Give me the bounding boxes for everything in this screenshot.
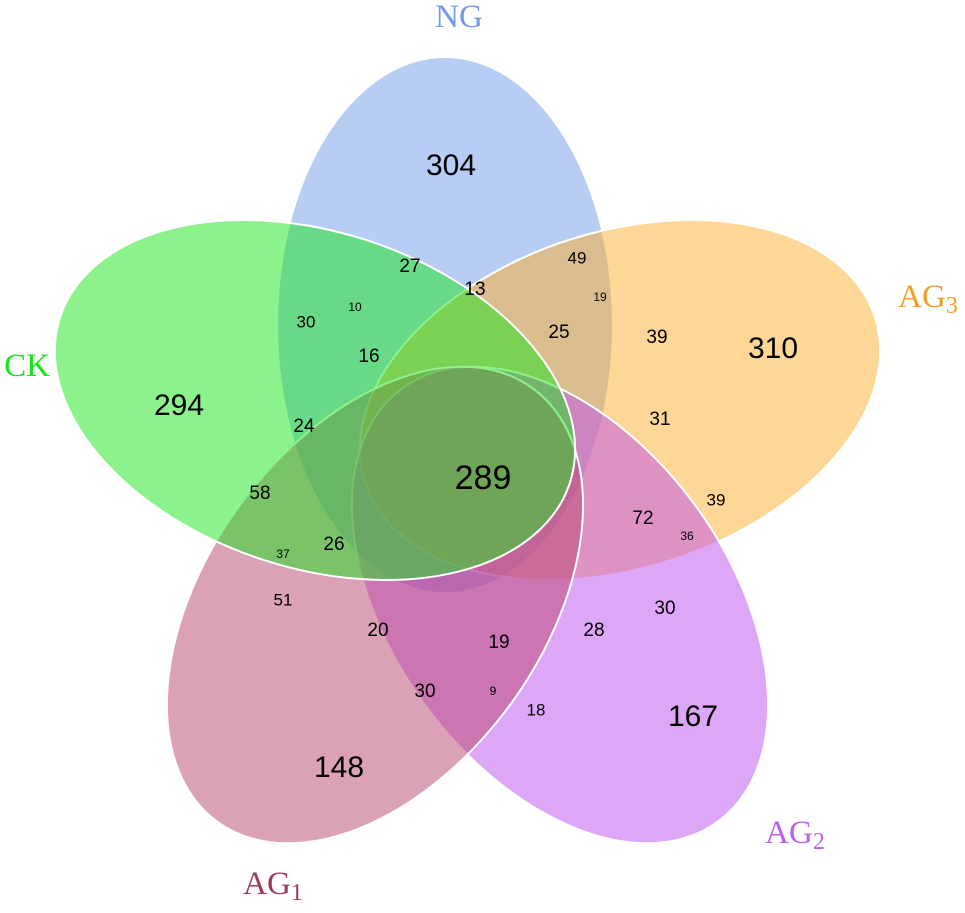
region-count-ag3-ag2-ag1: 36 bbox=[680, 529, 694, 543]
set-label-ag2: AG2 bbox=[765, 815, 825, 855]
set-label-text: CK bbox=[4, 348, 50, 384]
region-count-ng-ck-ag1: 24 bbox=[293, 416, 315, 437]
region-count-ck-ag1-ag3: 20 bbox=[367, 620, 388, 641]
region-count-ng-ag2-ck: 10 bbox=[348, 300, 362, 314]
set-label-ck: CK bbox=[4, 348, 50, 384]
region-count-ng-ag3-ag2-ag1-ck: 289 bbox=[455, 459, 512, 497]
region-count-ag3-ag2: 39 bbox=[707, 490, 726, 509]
set-label-ng: NG bbox=[435, 0, 483, 35]
set-ellipse-ck bbox=[53, 219, 577, 581]
region-count-ck: 294 bbox=[154, 389, 204, 422]
region-count-ng-ag3-ag2-ag1: 25 bbox=[548, 322, 569, 343]
set-label-text: AG bbox=[898, 279, 946, 315]
region-count-ck-ag3: 58 bbox=[249, 483, 270, 504]
set-label-ag1: AG1 bbox=[243, 866, 303, 906]
region-count-ag1-ag2-ck-ag3: 18 bbox=[527, 700, 546, 719]
set-label-subscript: 1 bbox=[291, 880, 303, 906]
region-count-ng: 304 bbox=[426, 149, 476, 182]
set-label-subscript: 2 bbox=[813, 829, 825, 855]
region-count-ag2-ng: 30 bbox=[654, 598, 675, 619]
region-count-ng-ag2-ag1-ck: 16 bbox=[358, 346, 379, 367]
region-count-ng-ag3: 49 bbox=[568, 248, 587, 267]
set-label-ag3: AG3 bbox=[898, 279, 958, 319]
set-label-text: NG bbox=[435, 0, 483, 35]
set-label-subscript: 3 bbox=[946, 293, 958, 319]
region-count-ag2: 167 bbox=[668, 700, 718, 733]
set-label-text: AG bbox=[243, 866, 291, 902]
region-count-ag1-ag2: 30 bbox=[414, 681, 435, 702]
region-count-ck-ag1: 51 bbox=[274, 590, 293, 609]
region-count-ag1: 148 bbox=[314, 751, 364, 784]
region-count-ag3-ag1-ng: 31 bbox=[649, 409, 670, 430]
region-count-ng-ag3-ag1: 19 bbox=[593, 290, 607, 304]
region-count-ng-ag3-ag1-ck: 72 bbox=[632, 508, 653, 529]
set-shapes bbox=[53, 56, 882, 845]
region-count-ag3-ag1: 39 bbox=[646, 327, 667, 348]
region-count-ag3-ag2-ag1-ck: 26 bbox=[323, 534, 344, 555]
region-count-ag2-ag1-ck-ng: 28 bbox=[583, 620, 604, 641]
region-count-ag1-ag2-ck: 9 bbox=[490, 684, 497, 698]
set-label-text: AG bbox=[765, 815, 813, 851]
region-count-ag3: 310 bbox=[748, 332, 798, 365]
region-count-ng-ag3-ag2: 13 bbox=[464, 279, 485, 300]
region-count-ng-ck: 30 bbox=[297, 312, 316, 331]
region-count-ng-ag2: 27 bbox=[399, 256, 420, 277]
region-count-ag3-ag1-ck: 37 bbox=[276, 547, 290, 561]
region-count-ag1-ag2-ng-ck: 19 bbox=[488, 632, 509, 653]
